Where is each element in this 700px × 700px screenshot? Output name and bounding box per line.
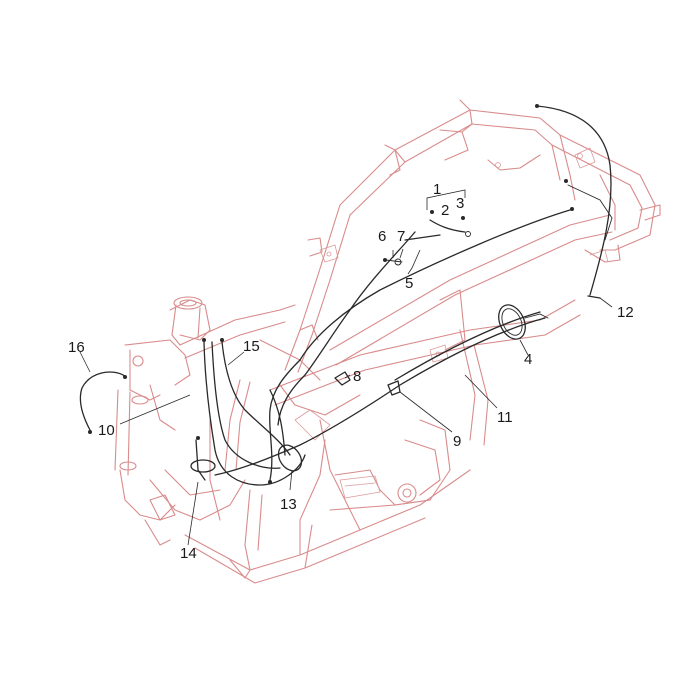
scooter-frame xyxy=(114,99,661,584)
cable-parts xyxy=(79,104,613,486)
callout-4: 4 xyxy=(524,351,532,368)
cable-12 xyxy=(536,105,612,296)
clamp-9 xyxy=(387,380,401,396)
clamp-14 xyxy=(190,459,216,473)
callout-3: 3 xyxy=(456,195,464,212)
callout-2: 2 xyxy=(441,202,449,219)
callout-1: 1 xyxy=(433,181,441,198)
cable-11 xyxy=(214,317,546,476)
clamp-4 xyxy=(498,304,526,340)
part-3-dot xyxy=(461,216,465,220)
callout-11: 11 xyxy=(497,409,513,426)
callout-8: 8 xyxy=(353,368,361,385)
leader-lines xyxy=(79,189,613,546)
callout-13: 13 xyxy=(280,496,297,513)
callout-16: 16 xyxy=(68,339,85,356)
clip-8 xyxy=(334,371,351,386)
callout-14: 14 xyxy=(180,545,197,562)
callout-6: 6 xyxy=(378,228,386,245)
callout-12: 12 xyxy=(617,304,634,321)
clamp-13 xyxy=(277,444,303,472)
callout-10: 10 xyxy=(98,422,115,439)
cable-15 xyxy=(221,341,291,456)
callout-15: 15 xyxy=(243,338,260,355)
part-2-dot xyxy=(430,210,434,214)
cable-16 xyxy=(79,371,126,431)
callout-labels: 1 2 3 4 5 6 7 8 9 10 11 12 13 14 15 16 xyxy=(68,181,634,562)
callout-7: 7 xyxy=(397,228,405,245)
callout-5: 5 xyxy=(405,275,413,292)
callout-9: 9 xyxy=(453,433,461,450)
